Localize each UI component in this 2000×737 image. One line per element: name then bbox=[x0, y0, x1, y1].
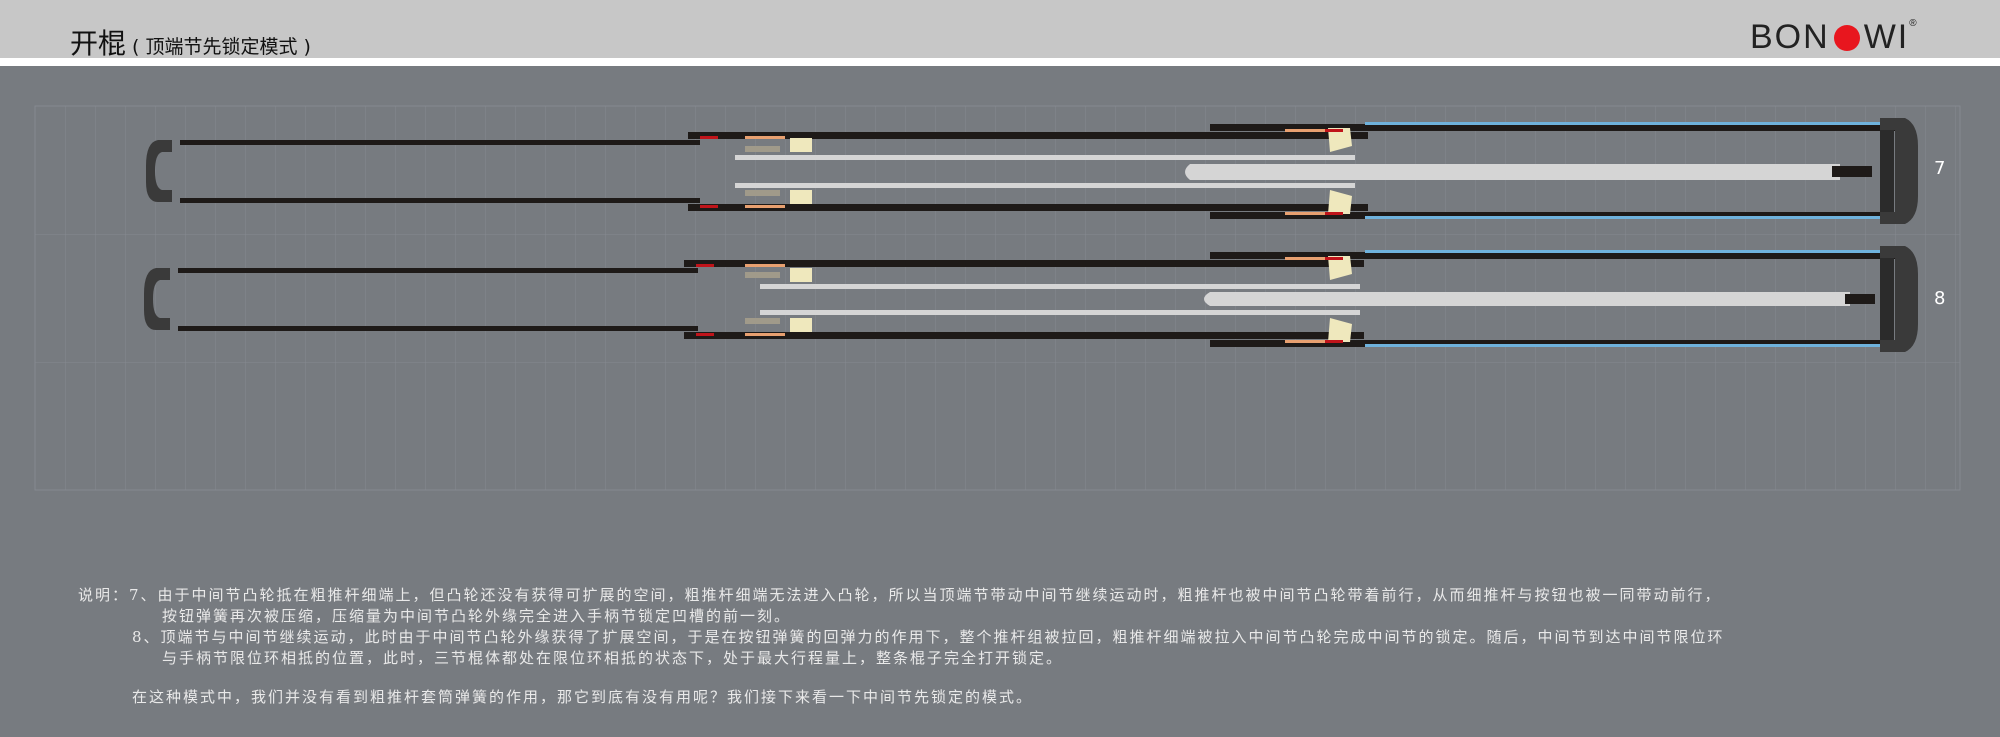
spring-upper bbox=[745, 272, 780, 278]
note-line-4: 与手柄节限位环相抵的位置，此时，三节棍体都处在限位环相抵的状态下，处于最大行程量… bbox=[162, 649, 1064, 667]
color-dots-4 bbox=[1285, 340, 1325, 343]
red-marker-1 bbox=[700, 136, 718, 139]
spring-upper bbox=[745, 146, 780, 152]
middle-tube-lower bbox=[688, 204, 1368, 211]
tip-blue-upper bbox=[1365, 122, 1885, 125]
note-line-3: 8、顶端节与中间节继续运动，此时由于中间节凸轮外缘获得了扩展空间，于是在按钮弹簧… bbox=[132, 628, 1725, 646]
figure-8-assembly bbox=[144, 246, 1918, 352]
thin-rod-lower bbox=[735, 183, 1355, 188]
logo-reg-mark: ® bbox=[1909, 18, 1919, 29]
tip-blue-lower bbox=[1365, 344, 1885, 347]
handle-end-cap bbox=[144, 268, 170, 330]
thin-rod-lower bbox=[760, 310, 1360, 315]
red-marker-4 bbox=[1325, 340, 1343, 343]
red-marker-3 bbox=[700, 205, 718, 208]
handle-tube-lower bbox=[178, 326, 698, 331]
tip-blue-lower bbox=[1365, 216, 1885, 219]
color-dots-2 bbox=[1285, 257, 1325, 260]
tip-end-cap bbox=[1880, 118, 1918, 224]
red-marker-3 bbox=[696, 333, 714, 336]
red-marker-2 bbox=[1325, 129, 1343, 132]
color-dots-3 bbox=[745, 333, 785, 336]
thick-rod bbox=[1204, 292, 1850, 306]
logo-text-left: BON bbox=[1750, 18, 1830, 56]
tip-clip bbox=[1880, 258, 1894, 340]
color-dots-4 bbox=[1285, 212, 1325, 215]
thin-rod-upper bbox=[760, 284, 1360, 289]
explanation-notes: 说明：7、由于中间节凸轮抵在粗推杆细端上，但凸轮还没有获得可扩展的空间，粗推杆细… bbox=[78, 585, 1958, 708]
tip-tube-lower bbox=[1210, 340, 1900, 347]
tip-tube-upper bbox=[1210, 124, 1900, 131]
handle-tube-upper bbox=[178, 268, 698, 273]
tip-clip bbox=[1880, 130, 1894, 212]
handle-end-cap bbox=[146, 140, 172, 202]
header-divider bbox=[0, 58, 2000, 66]
middle-tube-lower bbox=[684, 332, 1364, 339]
red-marker-4 bbox=[1325, 212, 1343, 215]
color-dots-1 bbox=[745, 136, 785, 139]
title-main: 开棍 bbox=[70, 27, 127, 60]
tip-end-cap bbox=[1880, 246, 1918, 352]
color-dots-3 bbox=[745, 205, 785, 208]
note-line-5: 在这种模式中，我们并没有看到粗推杆套筒弹簧的作用，那它到底有没有用呢？我们接下来… bbox=[132, 688, 1034, 706]
note-line-2: 按钮弹簧再次被压缩，压缩量为中间节凸轮外缘完全进入手柄节锁定凹槽的前一刻。 bbox=[162, 607, 792, 625]
handle-tube-lower bbox=[180, 198, 700, 203]
figure-label-7: 7 bbox=[1934, 158, 1946, 179]
figure-label-8: 8 bbox=[1934, 288, 1946, 309]
logo-dot-icon bbox=[1833, 25, 1860, 51]
tip-tube-upper bbox=[1210, 252, 1900, 259]
middle-tube-upper bbox=[684, 260, 1364, 267]
tip-blue-upper bbox=[1365, 250, 1885, 253]
tip-tube-lower bbox=[1210, 212, 1900, 219]
mechanism-diagram bbox=[34, 105, 1961, 491]
note-spacer bbox=[78, 669, 1958, 687]
header-bar bbox=[0, 0, 2000, 58]
middle-tube-upper bbox=[688, 132, 1368, 139]
logo-text-right: WI bbox=[1863, 18, 1910, 56]
page-title: 开棍( 顶端节先锁定模式 ) bbox=[70, 22, 311, 62]
handle-tube-upper bbox=[180, 140, 700, 145]
push-button bbox=[1832, 166, 1872, 177]
spring-lower bbox=[745, 318, 780, 324]
red-marker-1 bbox=[696, 264, 714, 267]
figure-7-assembly bbox=[146, 118, 1918, 224]
color-dots-2 bbox=[1285, 129, 1325, 132]
note-line-1: 说明：7、由于中间节凸轮抵在粗推杆细端上，但凸轮还没有获得可扩展的空间，粗推杆细… bbox=[78, 586, 1722, 604]
spring-lower bbox=[745, 190, 780, 196]
brand-logo: BON WI® bbox=[1750, 18, 1919, 57]
red-marker-2 bbox=[1325, 257, 1343, 260]
thick-rod bbox=[1185, 164, 1840, 180]
color-dots-1 bbox=[745, 264, 785, 267]
title-subtitle: ( 顶端节先锁定模式 ) bbox=[132, 36, 311, 58]
thin-rod-upper bbox=[735, 155, 1355, 160]
push-button bbox=[1845, 294, 1875, 304]
